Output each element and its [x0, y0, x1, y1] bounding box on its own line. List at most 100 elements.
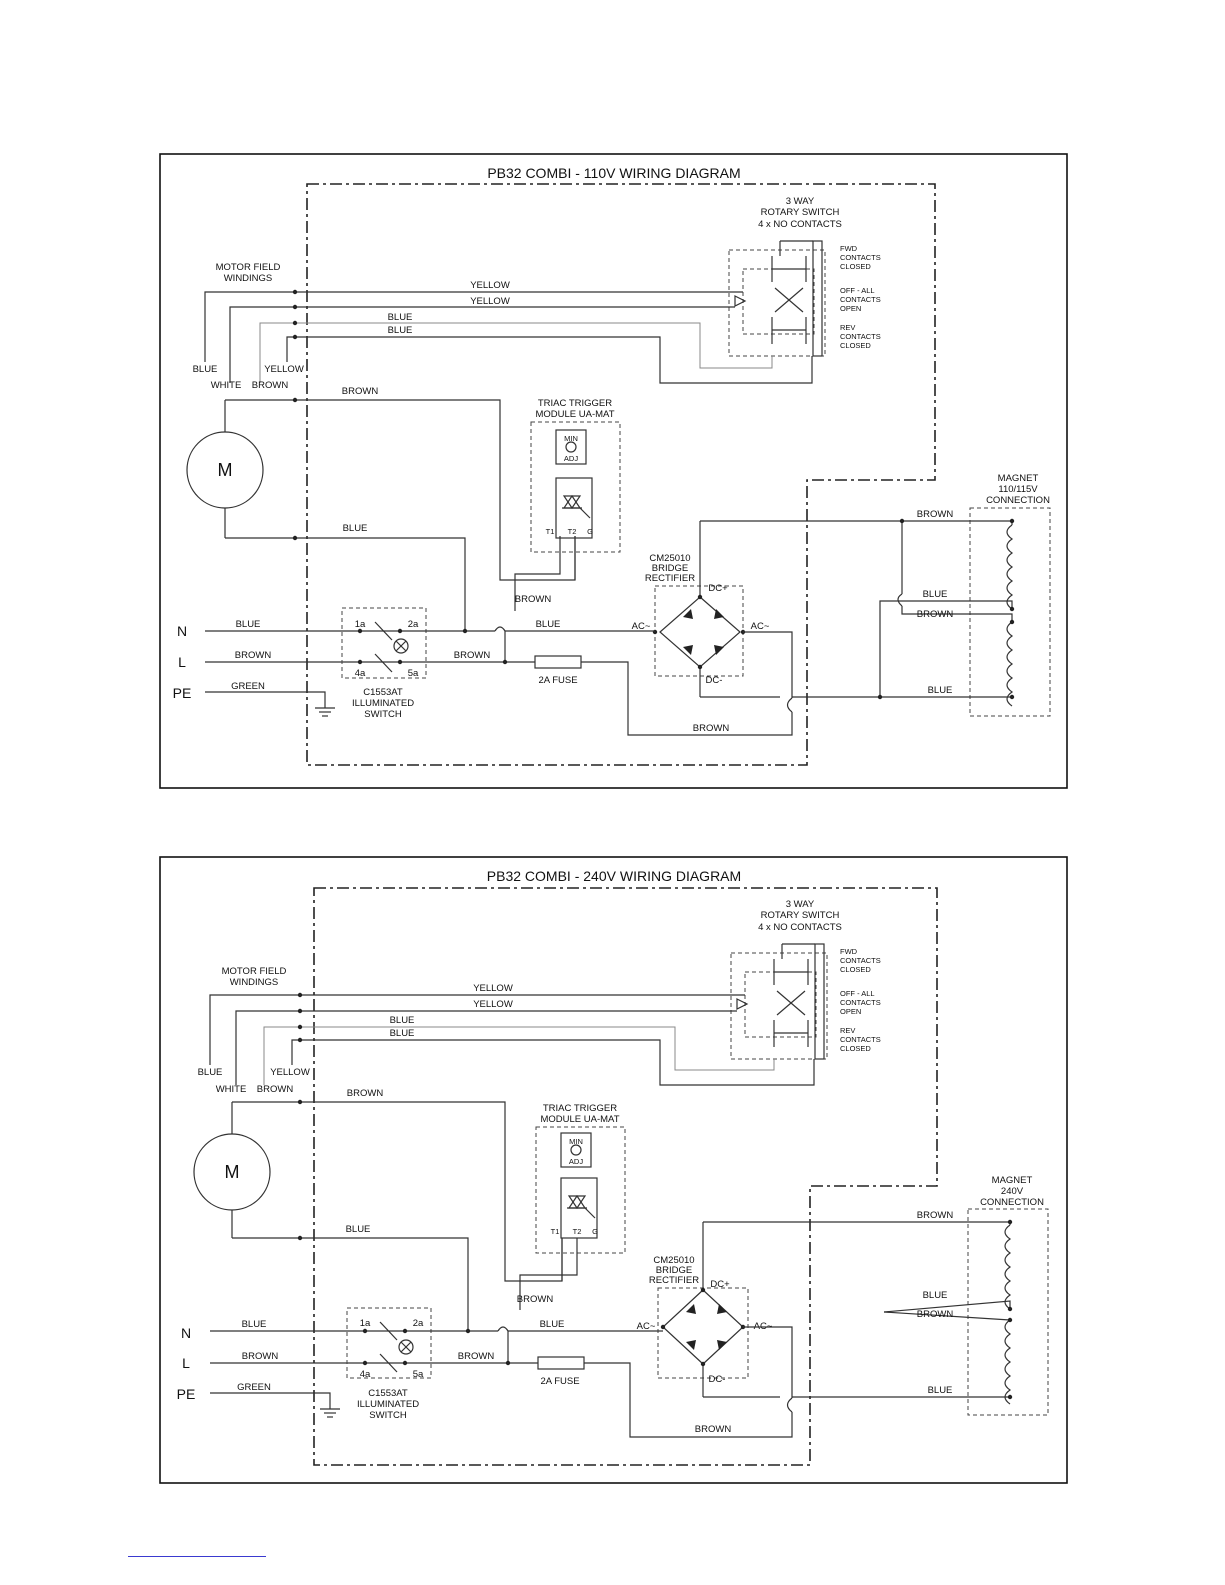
wire-label-brown-top: BROWN	[347, 1088, 384, 1099]
rect-dc-minus: DC-	[706, 675, 723, 686]
brown-wire-top	[225, 399, 576, 581]
wire-label-blue-2: BLUE	[388, 325, 413, 336]
wire-label-yellow-2: YELLOW	[473, 999, 513, 1010]
fuse-label: 2A FUSE	[540, 1376, 579, 1387]
rev-label-3: CLOSED	[840, 341, 871, 350]
min-label: MIN	[569, 1137, 583, 1146]
main-switch-label-1: C1553AT	[363, 687, 403, 698]
supply-l: L	[178, 654, 186, 670]
supply-l-wire: BROWN	[235, 650, 272, 661]
rectifier-label-3: RECTIFIER	[645, 573, 695, 584]
rect-ac-right: AC~	[751, 621, 770, 632]
rev-label: REV	[840, 323, 855, 332]
rev-label: REV	[840, 1026, 855, 1035]
switch-term-5a: 5a	[408, 668, 419, 679]
wire-label-yellow-1: YELLOW	[473, 983, 513, 994]
wire-label-brown-fuse: BROWN	[454, 650, 491, 661]
outer-frame	[159, 856, 1068, 1484]
fwd-label-2: CONTACTS	[840, 253, 881, 262]
term-yellow: YELLOW	[270, 1067, 310, 1078]
rectifier-label-3: RECTIFIER	[649, 1275, 699, 1286]
main-switch-label-1: C1553AT	[368, 1388, 408, 1399]
triac-g: G	[587, 527, 593, 536]
magnet-wire-brown-1: BROWN	[917, 509, 954, 520]
wire-label-brown-triac: BROWN	[515, 594, 552, 605]
off-label-3: OPEN	[840, 1007, 861, 1016]
off-label: OFF - ALL	[840, 286, 875, 295]
ac-wiring	[465, 1326, 793, 1438]
triac-t2: T2	[573, 1227, 582, 1236]
blue-wire-mid	[232, 1237, 469, 1330]
main-switch-label-3: SWITCH	[369, 1410, 407, 1421]
field-winding-wires	[204, 289, 813, 384]
rectifier-label-2: BRIDGE	[656, 1265, 692, 1276]
diagram-title: PB32 COMBI - 240V WIRING DIAGRAM	[487, 868, 741, 884]
supply-pe-wire: GREEN	[237, 1382, 271, 1393]
rev-label-2: CONTACTS	[840, 1035, 881, 1044]
rotary-switch-label-2: ROTARY SWITCH	[761, 207, 840, 218]
switch-term-1a: 1a	[355, 619, 366, 630]
bridge-rectifier	[657, 1222, 749, 1397]
rev-label-2: CONTACTS	[840, 332, 881, 341]
brown-wire-top	[232, 1101, 563, 1282]
wire-label-blue-mid: BLUE	[346, 1224, 371, 1235]
diagram-240v: PB32 COMBI - 240V WIRING DIAGRAM 3 WAY R…	[0, 790, 1225, 1500]
rotary-switch	[728, 240, 826, 357]
term-blue: BLUE	[198, 1067, 223, 1078]
rectifier-label-1: CM25010	[649, 553, 690, 564]
illuminated-switch	[346, 1307, 508, 1379]
supply-pe: PE	[177, 1386, 196, 1402]
triac-module	[519, 1126, 626, 1310]
supply-wires	[205, 630, 400, 717]
magnet-label-2: 110/115V	[998, 484, 1038, 495]
wire-label-blue-2: BLUE	[390, 1028, 415, 1039]
motor-field-label-2: WINDINGS	[224, 273, 273, 284]
fwd-label-3: CLOSED	[840, 965, 871, 974]
rect-dc-plus: DC+	[708, 583, 728, 594]
motor-field-label: MOTOR FIELD	[216, 262, 281, 273]
wire-label-brown-top: BROWN	[342, 386, 379, 397]
wiring-diagram-110v-svg: PB32 COMBI - 110V WIRING DIAGRAM 3 WAY R…	[159, 153, 1068, 789]
supply-n: N	[177, 623, 187, 639]
motor	[186, 400, 264, 538]
supply-n-wire: BLUE	[236, 619, 261, 630]
fwd-label: FWD	[840, 244, 858, 253]
supply-wires	[210, 1330, 405, 1418]
rev-label-3: CLOSED	[840, 1044, 871, 1053]
wire-label-blue-ac: BLUE	[540, 1319, 565, 1330]
triac-t2: T2	[568, 527, 577, 536]
term-blue: BLUE	[193, 364, 218, 375]
enclosure-boundary	[306, 183, 936, 766]
main-switch-label-2: ILLUMINATED	[357, 1399, 419, 1410]
supply-n: N	[181, 1325, 191, 1341]
triac-t1: T1	[551, 1227, 560, 1236]
wire-label-brown-bottom: BROWN	[695, 1424, 732, 1435]
magnet-label-1: MAGNET	[998, 473, 1039, 484]
switch-term-4a: 4a	[360, 1369, 371, 1380]
rotary-switch	[730, 943, 828, 1060]
wire-label-brown-triac: BROWN	[517, 1294, 554, 1305]
fwd-label: FWD	[840, 947, 858, 956]
magnet-wire-brown-2: BROWN	[917, 1309, 954, 1320]
term-yellow: YELLOW	[264, 364, 304, 375]
rotary-switch-label-1: 3 WAY	[786, 196, 815, 207]
fwd-label-3: CLOSED	[840, 262, 871, 271]
term-brown: BROWN	[252, 380, 289, 391]
magnet-coils	[703, 1208, 1049, 1416]
rotary-switch-label-2: ROTARY SWITCH	[761, 910, 840, 921]
rotary-switch-label-3: 4 x NO CONTACTS	[758, 219, 842, 230]
triac-label-1: TRIAC TRIGGER	[538, 398, 612, 409]
magnet-wire-brown-2: BROWN	[917, 609, 954, 620]
min-label: MIN	[564, 434, 578, 443]
adj-label: ADJ	[564, 454, 578, 463]
wire-label-yellow-1: YELLOW	[470, 280, 510, 291]
footer-rule	[128, 1556, 266, 1557]
rotary-switch-label-1: 3 WAY	[786, 899, 815, 910]
enclosure-boundary	[313, 887, 938, 1466]
magnet-coils	[700, 507, 1051, 717]
wire-label-blue-1: BLUE	[388, 312, 413, 323]
diagram-title: PB32 COMBI - 110V WIRING DIAGRAM	[487, 165, 740, 181]
motor-field-label-2: WINDINGS	[230, 977, 279, 988]
magnet-label-1: MAGNET	[992, 1175, 1033, 1186]
rotary-switch-label-3: 4 x NO CONTACTS	[758, 922, 842, 933]
